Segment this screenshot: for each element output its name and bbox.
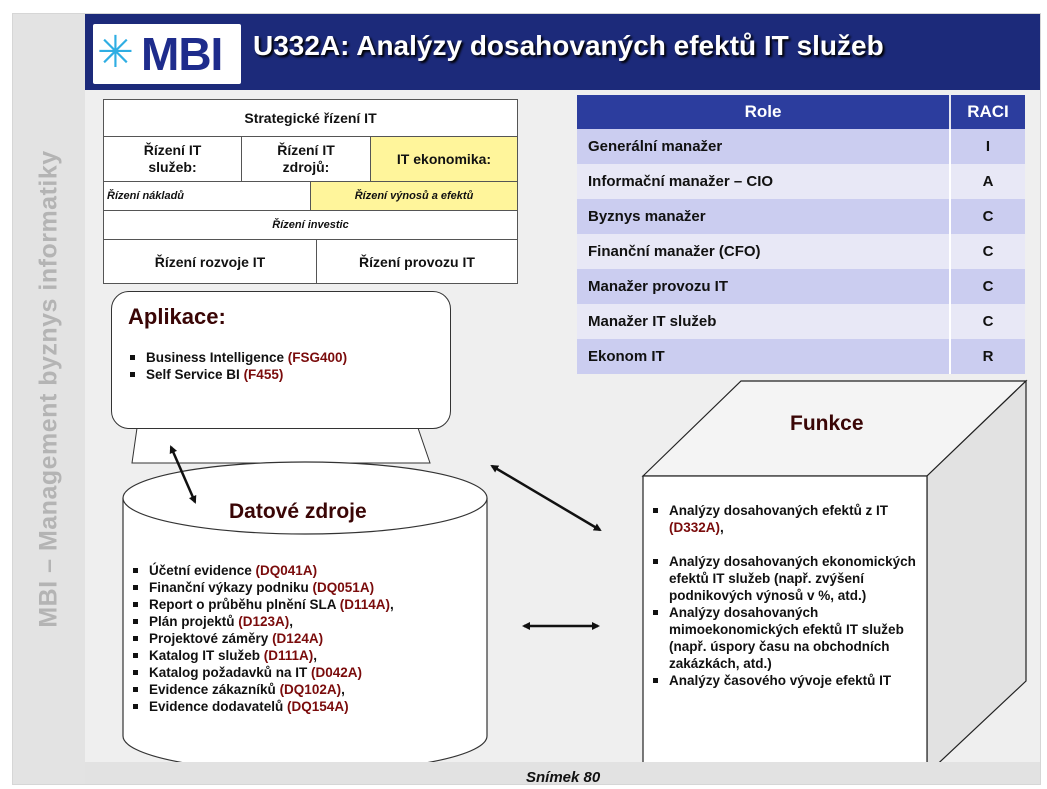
mbi-logo: ✳ MBI	[93, 24, 241, 84]
data-sources-title: Datové zdroje	[229, 500, 367, 523]
footer-bar	[85, 762, 1040, 784]
data-sources-list: Účetní evidence (DQ041A) Finanční výkazy…	[131, 562, 481, 715]
it-economics-cell: IT ekonomika:	[371, 137, 517, 181]
application-box: Aplikace: Business Intelligence (FSG400)…	[111, 291, 451, 429]
list-item: Analýzy dosahovaných ekonomických efektů…	[651, 553, 919, 604]
development-management-cell: Řízení rozvoje IT	[154, 253, 266, 270]
role-name: Generální manažer	[577, 129, 951, 164]
raci-value: C	[982, 278, 994, 295]
raci-value: C	[982, 208, 994, 225]
side-bar: MBI – Management byznys informatiky	[13, 14, 85, 784]
double-arrow-icon	[490, 464, 602, 532]
role-name: Manažer IT služeb	[577, 304, 951, 339]
list-item: Účetní evidence (DQ041A)	[131, 562, 481, 579]
raci-value: C	[982, 313, 994, 330]
strategic-management-cell: Strategické řízení IT	[244, 110, 377, 126]
raci-row: Finanční manažer (CFO) C	[577, 234, 1025, 269]
raci-row: Manažer provozu IT C	[577, 269, 1025, 304]
raci-value: A	[982, 173, 994, 190]
functions-list: Analýzy dosahovaných efektů z IT (D332A)…	[651, 502, 919, 689]
list-item: Report o průběhu plnění SLA (D114A),	[131, 596, 481, 613]
list-item: Evidence zákazníků (DQ102A),	[131, 681, 481, 698]
revenue-management-cell: Řízení výnosů a efektů	[311, 182, 517, 210]
list-item: Projektové záměry (D124A)	[131, 630, 481, 647]
list-item: Analýzy dosahovaných mimoekonomických ef…	[651, 604, 919, 672]
role-name: Finanční manažer (CFO)	[577, 234, 951, 269]
role-name: Byznys manažer	[577, 199, 951, 234]
list-item: Business Intelligence (FSG400)	[128, 349, 347, 366]
database-cylinder	[122, 461, 488, 773]
header-bar: ✳ MBI U332A: Analýzy dosahovaných efektů…	[85, 14, 1040, 90]
slide-number: Snímek 80	[526, 769, 601, 784]
raci-row: Manažer IT služeb C	[577, 304, 1025, 339]
star-logo-icon: ✳	[97, 28, 134, 77]
role-name: Informační manažer – CIO	[577, 164, 951, 199]
application-list: Business Intelligence (FSG400) Self Serv…	[128, 349, 347, 383]
slide-title: U332A: Analýzy dosahovaných efektů IT sl…	[253, 30, 884, 61]
role-name: Ekonom IT	[577, 339, 951, 374]
diagram-shapes	[122, 379, 1028, 776]
raci-row: Byznys manažer C	[577, 199, 1025, 234]
list-item: Katalog IT služeb (D111A),	[131, 647, 481, 664]
list-item: Analýzy časového vývoje efektů IT	[651, 672, 919, 689]
raci-value: R	[982, 348, 994, 365]
operations-management-cell: Řízení provozu IT	[359, 253, 475, 270]
raci-row: Informační manažer – CIO A	[577, 164, 1025, 199]
list-item: Katalog požadavků na IT (D042A)	[131, 664, 481, 681]
role-name: Manažer provozu IT	[577, 269, 951, 304]
logo-text: MBI	[141, 28, 223, 80]
it-management-table: Strategické řízení IT Řízení IT služeb: …	[103, 99, 518, 284]
role-header: Role	[577, 95, 951, 129]
list-item: Evidence dodavatelů (DQ154A)	[131, 698, 481, 715]
slide: MBI – Management byznys informatiky ✳ MB…	[13, 14, 1040, 784]
list-item: Analýzy dosahovaných efektů z IT (D332A)…	[651, 502, 919, 536]
application-title: Aplikace:	[128, 304, 226, 329]
raci-value: C	[982, 243, 994, 260]
raci-table: Role RACI Generální manažer I Informační…	[577, 95, 1025, 376]
list-item: Self Service BI (F455)	[128, 366, 347, 383]
raci-row: Generální manažer I	[577, 129, 1025, 164]
cost-management-cell: Řízení nákladů	[107, 190, 185, 202]
function-cube	[641, 379, 1028, 776]
double-arrow-icon	[169, 445, 197, 504]
list-item: Finanční výkazy podniku (DQ051A)	[131, 579, 481, 596]
raci-value: I	[985, 138, 991, 155]
service-management-cell: Řízení IT služeb:	[143, 142, 202, 175]
resource-management-cell: Řízení IT zdrojů:	[277, 142, 335, 175]
functions-title: Funkce	[790, 412, 864, 435]
raci-row: Ekonom IT R	[577, 339, 1025, 374]
raci-header: RACI	[951, 95, 1025, 129]
investment-management-cell: Řízení investic	[272, 219, 349, 231]
list-item: Plán projektů (D123A),	[131, 613, 481, 630]
